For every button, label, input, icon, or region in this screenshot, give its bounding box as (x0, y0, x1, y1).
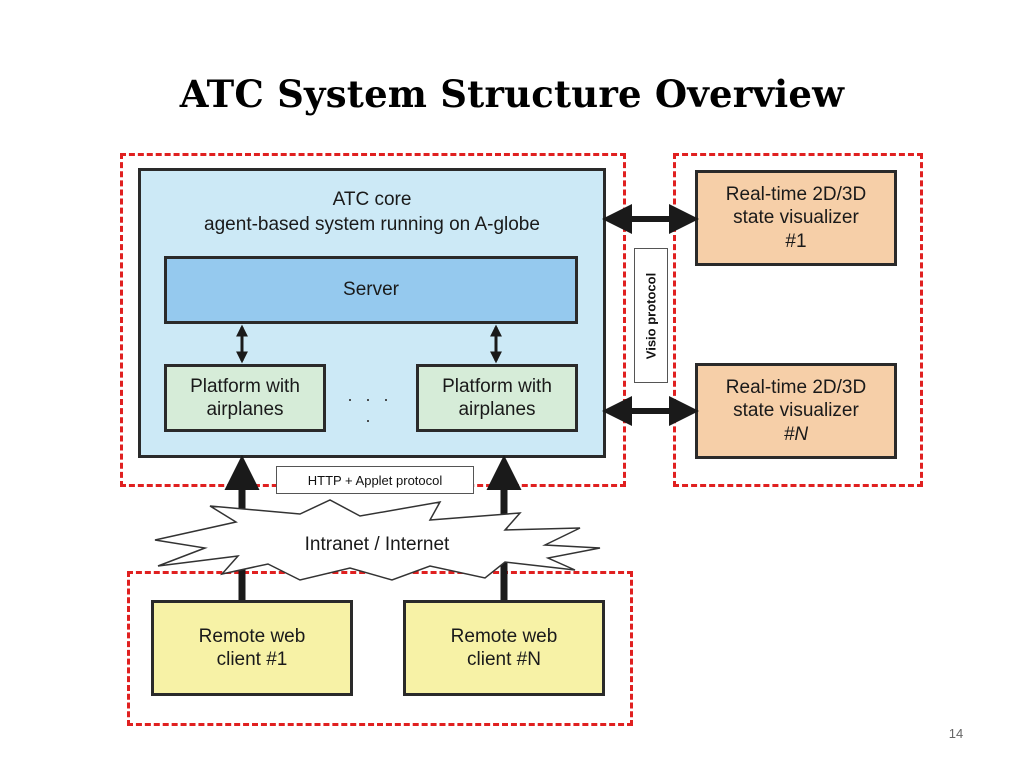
client-1-line1: Remote web (198, 625, 306, 647)
server-label: Server (343, 279, 399, 301)
visualizer-n-line1: Real-time 2D/3D (725, 377, 867, 399)
platform-n-line2: airplanes (458, 399, 536, 420)
network-burst-shape (154, 499, 601, 581)
platform-box-1: Platform with airplanes (164, 364, 326, 432)
platform-box-n: Platform with airplanes (416, 364, 578, 432)
visualizer-n-line2: state visualizer (733, 400, 859, 422)
client-box-n: Remote web client #N (403, 600, 605, 696)
client-1-line2: client #1 (216, 649, 288, 670)
platform-n-line1: Platform with (442, 375, 552, 397)
visio-protocol-label: Visio protocol (643, 272, 659, 359)
platform-1-line2: airplanes (206, 399, 284, 420)
visualizer-box-1: Real-time 2D/3D state visualizer #1 (695, 170, 897, 266)
visualizer-1-line2: state visualizer (733, 207, 859, 229)
atc-core-title: ATC core agent-based system running on A… (140, 188, 604, 237)
visualizer-group-region (673, 153, 923, 487)
visualizer-box-n: Real-time 2D/3D state visualizer #N (695, 363, 897, 459)
client-n-line2: client #N (467, 649, 541, 670)
network-label: Intranet / Internet (304, 534, 450, 555)
client-box-1: Remote web client #1 (151, 600, 353, 696)
atc-core-description: agent-based system running on A-globe (204, 213, 540, 235)
atc-core-label: ATC core (332, 189, 412, 210)
platform-ellipsis: . . . . (347, 385, 393, 426)
visio-protocol-label-box: Visio protocol (634, 248, 668, 383)
visualizer-1-line1: Real-time 2D/3D (725, 184, 867, 206)
http-applet-protocol-label: HTTP + Applet protocol (276, 466, 474, 494)
visualizer-n-line3: #N (783, 423, 809, 445)
visualizer-1-line3: #1 (785, 230, 807, 252)
server-box: Server (164, 256, 578, 324)
page-number: 14 (948, 726, 964, 741)
platform-1-line1: Platform with (190, 375, 300, 397)
slide-title: ATC System Structure Overview (179, 72, 845, 116)
client-n-line1: Remote web (450, 625, 558, 647)
